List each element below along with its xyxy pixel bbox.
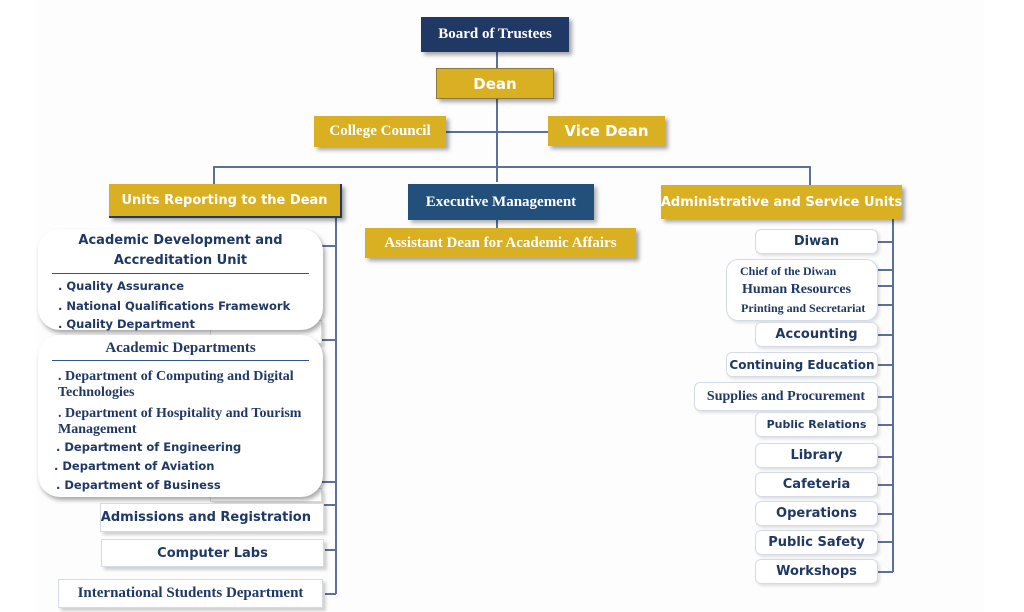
assistant-dean-box[interactable]: Assistant Dean for Academic Affairs — [365, 228, 636, 258]
connector-board-dean — [496, 52, 498, 182]
connector-right-stub — [878, 424, 893, 426]
connector-right-stub — [878, 304, 893, 306]
connector-left-stub — [322, 481, 336, 483]
dean-label: Dean — [473, 74, 517, 93]
cafeteria-box[interactable]: Cafeteria — [755, 472, 878, 497]
connector-right-stub — [878, 334, 893, 336]
connector-left-stub — [325, 593, 336, 595]
units-reporting-label: Units Reporting to the Dean — [121, 192, 328, 208]
vice-dean-label: Vice Dean — [564, 122, 649, 140]
workshops-box[interactable]: Workshops — [755, 559, 878, 584]
accreditation-divider — [52, 273, 309, 274]
connector-branches — [213, 166, 810, 168]
library-box[interactable]: Library — [755, 443, 878, 468]
admissions-registration-label: Admissions and Registration — [100, 510, 311, 525]
chief-of-diwan-label: Chief of the Diwan — [740, 264, 837, 278]
admissions-registration-box[interactable]: Admissions and Registration — [100, 503, 324, 532]
list-item: . Department of Aviation — [54, 459, 215, 473]
academic-departments-card[interactable]: Academic Departments . Department of Com… — [38, 335, 323, 497]
connector-units-drop — [213, 166, 215, 184]
public-relations-label: Public Relations — [766, 418, 867, 431]
connector-right-stub — [878, 571, 893, 573]
public-safety-label: Public Safety — [768, 535, 865, 550]
connector-right-spine — [892, 219, 894, 572]
library-label: Library — [790, 448, 843, 463]
list-item: . Department of Business — [56, 478, 221, 492]
connector-left-stub — [322, 339, 336, 341]
international-students-label: International Students Department — [77, 585, 304, 601]
academic-departments-divider — [52, 360, 309, 361]
connector-exec-assistant — [496, 220, 498, 230]
accounting-box[interactable]: Accounting — [755, 322, 878, 347]
accreditation-unit-title: Academic Development and Accreditation U… — [38, 231, 323, 271]
accreditation-title-line1: Academic Development and — [78, 233, 283, 248]
list-item: . Quality Department — [58, 317, 195, 331]
accreditation-unit-card[interactable]: Academic Development and Accreditation U… — [38, 229, 323, 331]
connector-council-vicedean — [446, 131, 548, 133]
connector-right-stub — [878, 541, 893, 543]
cafeteria-label: Cafeteria — [782, 477, 851, 492]
public-safety-box[interactable]: Public Safety — [755, 530, 878, 555]
admin-service-units-box[interactable]: Administrative and Service Units — [661, 185, 902, 219]
executive-management-label: Executive Management — [425, 193, 577, 210]
connector-left-stub — [322, 245, 336, 247]
connector-admin-drop — [809, 166, 811, 186]
connector-left-stub — [322, 504, 336, 506]
assistant-dean-label: Assistant Dean for Academic Affairs — [384, 234, 617, 251]
workshops-label: Workshops — [776, 564, 857, 579]
public-relations-box[interactable]: Public Relations — [755, 412, 878, 437]
international-students-box[interactable]: International Students Department — [58, 579, 323, 608]
accounting-label: Accounting — [775, 327, 858, 342]
dean-box[interactable]: Dean — [436, 68, 554, 99]
connector-left-spine — [335, 217, 337, 594]
connector-right-stub — [878, 484, 893, 486]
printing-secretariat-label: Printing and Secretariat — [741, 301, 866, 315]
units-reporting-box[interactable]: Units Reporting to the Dean — [109, 184, 342, 218]
diwan-group-box[interactable]: Chief of the Diwan Human Resources Print… — [726, 259, 878, 321]
diwan-label: Diwan — [793, 234, 840, 249]
list-item: . Department of Engineering — [56, 440, 242, 454]
list-item: . Department of Hospitality and Tourism … — [58, 406, 302, 437]
human-resources-label: Human Resources — [742, 282, 852, 297]
computer-labs-box[interactable]: Computer Labs — [101, 539, 324, 567]
continuing-education-box[interactable]: Continuing Education — [726, 352, 878, 377]
list-item: . National Qualifications Framework — [58, 299, 291, 313]
supplies-procurement-box[interactable]: Supplies and Procurement — [694, 382, 878, 411]
operations-box[interactable]: Operations — [755, 501, 878, 526]
connector-right-stub — [878, 269, 893, 271]
connector-right-stub — [878, 396, 893, 398]
admin-service-units-label: Administrative and Service Units — [660, 194, 903, 210]
connector-left-stub — [325, 549, 336, 551]
board-of-trustees-box[interactable]: Board of Trustees — [421, 17, 569, 52]
vice-dean-box[interactable]: Vice Dean — [548, 116, 665, 146]
executive-management-box[interactable]: Executive Management — [408, 184, 594, 220]
connector-right-stub — [878, 456, 893, 458]
accreditation-title-line2: Accreditation Unit — [113, 253, 248, 268]
list-item: . Department of Computing and Digital Te… — [58, 369, 294, 400]
board-of-trustees-label: Board of Trustees — [438, 26, 552, 42]
academic-departments-title: Academic Departments — [105, 340, 256, 356]
connector-right-stub — [878, 241, 893, 243]
computer-labs-label: Computer Labs — [157, 545, 268, 561]
college-council-box[interactable]: College Council — [314, 116, 446, 147]
college-council-label: College Council — [329, 123, 431, 139]
connector-right-stub — [878, 513, 893, 515]
diwan-box[interactable]: Diwan — [755, 229, 878, 254]
connector-right-stub — [878, 364, 893, 366]
connector-right-stub — [878, 285, 893, 287]
supplies-procurement-label: Supplies and Procurement — [706, 388, 866, 404]
operations-label: Operations — [776, 506, 857, 521]
list-item: . Quality Assurance — [58, 279, 184, 293]
continuing-education-label: Continuing Education — [729, 357, 875, 372]
